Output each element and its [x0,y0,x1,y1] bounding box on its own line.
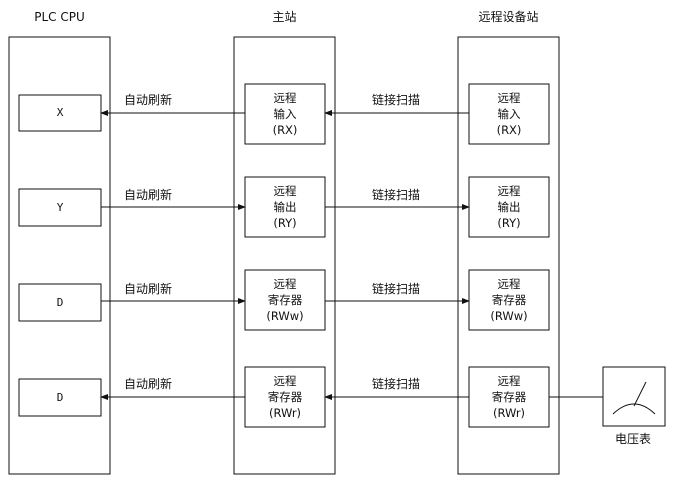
refresh-label-2: 自动刷新 [124,188,173,202]
plc-cpu-title: PLC CPU [34,10,85,24]
remote-rwr-line3: (RWr) [492,406,526,420]
master-box-rx-label: 远程 输入 (RX) [245,84,325,144]
remote-box-rwr-label: 远程 寄存器 (RWr) [469,367,549,427]
remote-ry-line3: (RY) [497,216,521,230]
remote-box-rww-label: 远程 寄存器 (RWw) [469,270,549,330]
refresh-label-1: 自动刷新 [124,93,173,107]
remote-rwr-line2: 寄存器 [491,390,527,404]
voltmeter-label: 电压表 [615,432,652,446]
remote-rww-line2: 寄存器 [491,293,527,307]
plc-box-d1 [18,283,102,322]
scan-label-3: 链接扫描 [372,282,421,296]
remote-station-panel [457,36,560,475]
scan-label-1: 链接扫描 [372,93,421,107]
remote-box-rx [468,83,550,145]
remote-rx-line2: 输入 [497,107,521,121]
master-rx-line3: (RX) [272,123,298,137]
master-ry-line3: (RY) [273,216,297,230]
remote-rx-line3: (RX) [496,123,522,137]
master-station-panel [233,36,336,475]
master-ry-line1: 远程 [273,184,297,198]
master-rx-line2: 输入 [273,107,297,121]
refresh-label-3: 自动刷新 [124,282,173,296]
remote-station-title: 远程设备站 [478,10,539,24]
plc-box-d1-label: D [56,295,64,309]
remote-ry-line2: 输出 [497,200,521,214]
master-rww-line1: 远程 [273,277,297,291]
remote-rwr-line1: 远程 [497,374,521,388]
remote-rww-line3: (RWw) [490,309,528,323]
master-rww-line2: 寄存器 [267,293,303,307]
plc-cpu-panel [8,36,111,475]
plc-box-y-label: Y [56,200,64,214]
remote-rww-line1: 远程 [497,277,521,291]
master-rx-line1: 远程 [273,91,297,105]
remote-box-ry-label: 远程 输出 (RY) [469,177,549,237]
master-rwr-line1: 远程 [273,374,297,388]
master-ry-line2: 输出 [273,200,297,214]
plc-box-x-label: X [56,106,64,119]
master-box-rww-label: 远程 寄存器 (RWw) [245,270,325,330]
remote-ry-line1: 远程 [497,184,521,198]
master-station-title: 主站 [272,10,297,24]
master-box-ry-label: 远程 输出 (RY) [245,177,325,237]
remote-box-rx-label: 远程 输入 (RX) [469,84,549,144]
plc-box-d2-label: D [56,390,64,404]
scan-label-2: 链接扫描 [372,188,421,202]
master-rwr-line3: (RWr) [268,406,302,420]
refresh-label-4: 自动刷新 [124,377,173,391]
master-rww-line3: (RWw) [266,309,304,323]
master-box-rwr-label: 远程 寄存器 (RWr) [245,367,325,427]
voltmeter-icon [602,366,666,427]
remote-rx-line1: 远程 [497,91,521,105]
master-rwr-line2: 寄存器 [267,390,303,404]
scan-label-4: 链接扫描 [372,377,421,391]
